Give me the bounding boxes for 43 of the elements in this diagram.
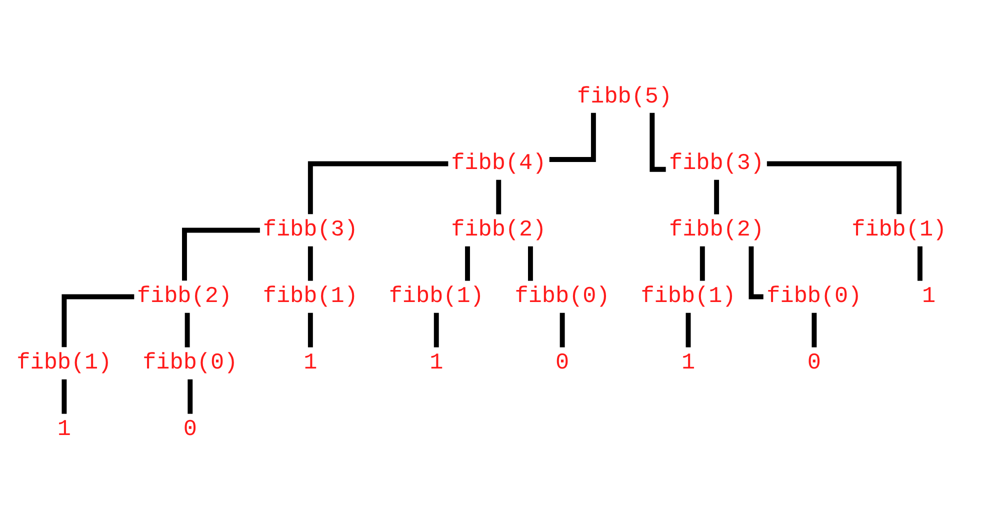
node-text: 0 — [556, 350, 570, 376]
connector — [918, 246, 922, 281]
node-text: fibb(5) — [577, 84, 672, 110]
connector — [549, 112, 596, 162]
node-text: fibb(3) — [262, 216, 358, 243]
node-text: 1 — [430, 350, 444, 376]
connector — [184, 312, 190, 348]
node-text: fibb(0) — [514, 283, 610, 310]
node-text: fibb(1) — [852, 216, 947, 243]
connector — [528, 246, 533, 281]
node-text: 0 — [807, 350, 821, 376]
node-text: fibb(0) — [142, 350, 238, 376]
node-text: 1 — [922, 283, 936, 310]
node-text: 1 — [57, 416, 71, 442]
node-text: 1 — [681, 350, 696, 376]
node-text: fibb(4) — [451, 150, 546, 176]
connector — [686, 312, 691, 348]
connector — [308, 161, 448, 214]
node-text: fibb(0) — [766, 283, 862, 310]
node-text: fibb(2) — [136, 283, 232, 310]
connector — [62, 294, 134, 348]
connector — [62, 379, 67, 414]
connector — [182, 228, 260, 281]
connector — [766, 161, 902, 214]
node-text: fibb(2) — [669, 216, 764, 243]
connector — [188, 379, 193, 414]
connector — [560, 312, 565, 348]
connector — [308, 246, 313, 281]
connector — [714, 180, 720, 214]
node-text: fibb(1) — [388, 283, 484, 310]
node-text: 0 — [183, 416, 197, 442]
node-text: fibb(1) — [262, 283, 358, 310]
node-text: fibb(1) — [16, 350, 112, 376]
node-text: fibb(3) — [669, 150, 764, 176]
connector — [700, 246, 705, 281]
connector — [812, 312, 817, 348]
connector — [308, 312, 313, 348]
connector — [496, 180, 502, 214]
node-text: 1 — [304, 350, 318, 376]
node-text: fibb(1) — [640, 283, 736, 310]
connector — [434, 312, 439, 348]
connector — [465, 246, 470, 281]
node-text: fibb(2) — [451, 216, 546, 243]
